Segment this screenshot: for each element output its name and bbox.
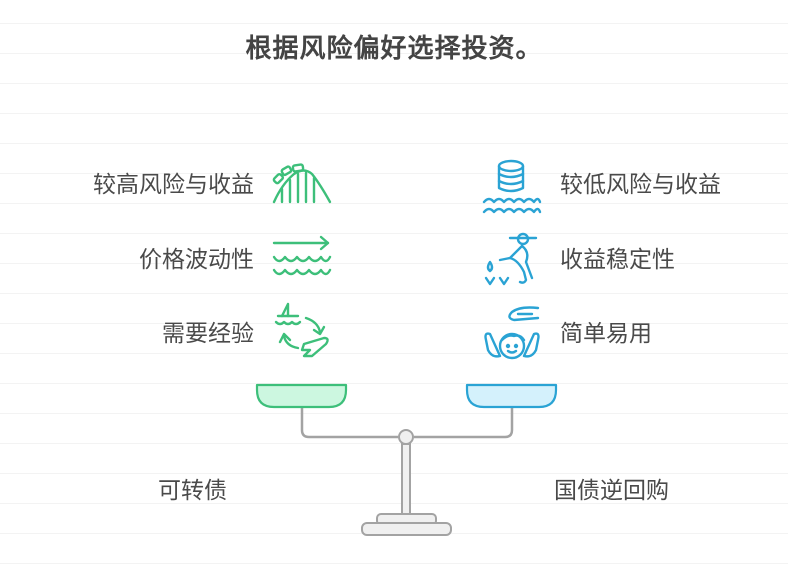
boat-plane-cycle-icon <box>274 302 329 358</box>
scale-left-arm <box>300 408 398 439</box>
left-label-price-volatility: 价格波动性 <box>139 247 254 273</box>
right-label-low-risk: 较低风险与收益 <box>560 172 721 198</box>
diagram-title: 根据风险偏好选择投资。 <box>245 34 543 64</box>
roller-coaster-icon <box>272 163 332 204</box>
right-label-easy-to-use: 简单易用 <box>560 321 652 347</box>
left-label-high-risk: 较高风险与收益 <box>93 172 254 198</box>
left-option-convertible-bond: 可转债 <box>158 478 227 504</box>
scale-right-pan <box>465 383 558 409</box>
arrow-over-waves-icon <box>272 235 332 276</box>
scale-base-lower <box>361 522 452 536</box>
scale-left-pan <box>255 383 348 409</box>
farmer-planting-icon <box>484 232 538 286</box>
scale-pivot <box>398 429 414 445</box>
right-label-stable-return: 收益稳定性 <box>560 247 675 273</box>
left-label-requires-experience: 需要经验 <box>162 321 254 347</box>
hand-over-child-icon <box>484 306 540 360</box>
scale-right-arm <box>414 408 514 439</box>
coin-stack-on-water-icon <box>482 159 542 214</box>
right-option-treasury-reverse-repo: 国债逆回购 <box>554 478 669 504</box>
scale-pillar <box>401 443 411 515</box>
